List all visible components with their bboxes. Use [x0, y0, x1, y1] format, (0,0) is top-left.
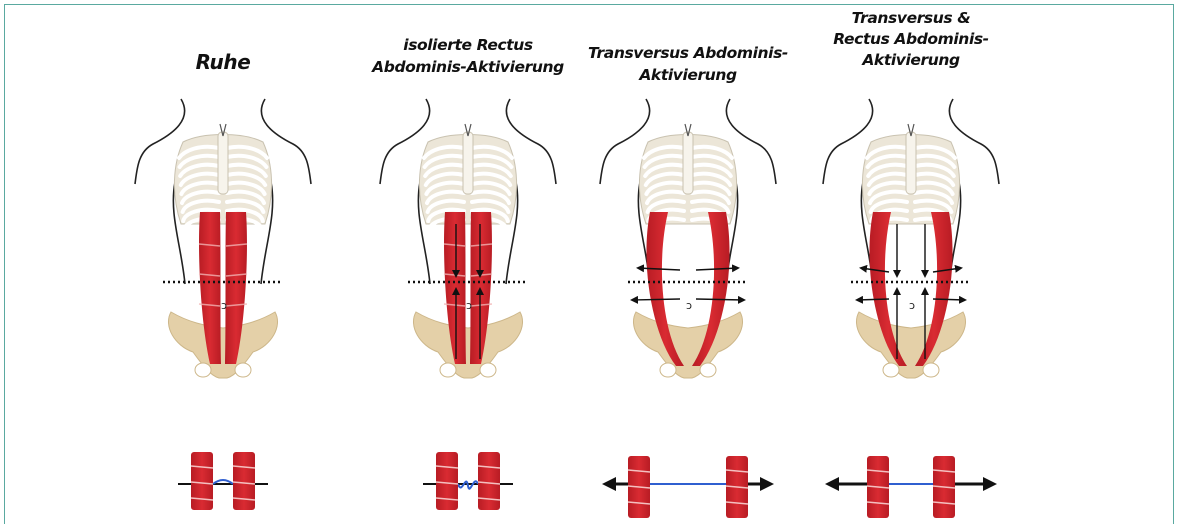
panel-title: Transversus Abdominis- Aktivierung: [588, 42, 788, 86]
title-line: Aktivierung: [588, 64, 788, 86]
pelvis-icon: [413, 312, 522, 378]
panel-combined-activation: Transversus & Rectus Abdominis- Aktivier…: [811, 6, 1011, 521]
title-line: Aktivierung: [811, 50, 1011, 71]
panel-rectus-activation: isolierte Rectus Abdominis-Aktivierung ↄ: [368, 6, 568, 521]
cross-section-illustration: [588, 444, 788, 524]
navel-icon: ↄ: [686, 299, 692, 312]
torso-illustration: ↄ: [368, 94, 568, 394]
navel-icon: ↄ: [909, 299, 915, 312]
ribcage-icon: [174, 124, 271, 230]
cross-section-illustration: [123, 444, 323, 524]
title-line: isolierte Rectus: [368, 34, 568, 56]
rectus-abdominis-muscle-icon: [478, 452, 500, 510]
pelvis-icon: [168, 312, 277, 378]
navel-icon: ↄ: [466, 299, 472, 312]
title-line: Transversus &: [811, 8, 1011, 29]
torso-illustration: ↄ: [123, 94, 323, 394]
title-line: Ruhe: [123, 50, 323, 74]
panel-rest: Ruhe ↄ: [123, 6, 323, 521]
ribcage-icon: [419, 124, 516, 230]
pelvis-icon: [856, 312, 965, 378]
torso-illustration: ↄ: [588, 94, 788, 394]
torso-illustration: ↄ: [811, 94, 1011, 394]
panel-title: isolierte Rectus Abdominis-Aktivierung: [368, 34, 568, 78]
title-line: Abdominis-Aktivierung: [368, 56, 568, 78]
rectus-abdominis-muscle-icon: [436, 452, 458, 510]
rectus-abdominis-muscle-icon: [233, 452, 255, 510]
cross-section-illustration: [368, 444, 568, 524]
cross-section-illustration: [811, 444, 1011, 524]
title-line: Rectus Abdominis-: [811, 29, 1011, 50]
navel-icon: ↄ: [221, 299, 227, 312]
panel-title: Ruhe: [123, 50, 323, 74]
panel-title: Transversus & Rectus Abdominis- Aktivier…: [811, 8, 1011, 71]
title-line: Transversus Abdominis-: [588, 42, 788, 64]
panel-transversus-activation: Transversus Abdominis- Aktivierung ↄ: [588, 6, 788, 521]
rectus-abdominis-muscle-icon: [191, 452, 213, 510]
pelvis-icon: [633, 312, 742, 378]
